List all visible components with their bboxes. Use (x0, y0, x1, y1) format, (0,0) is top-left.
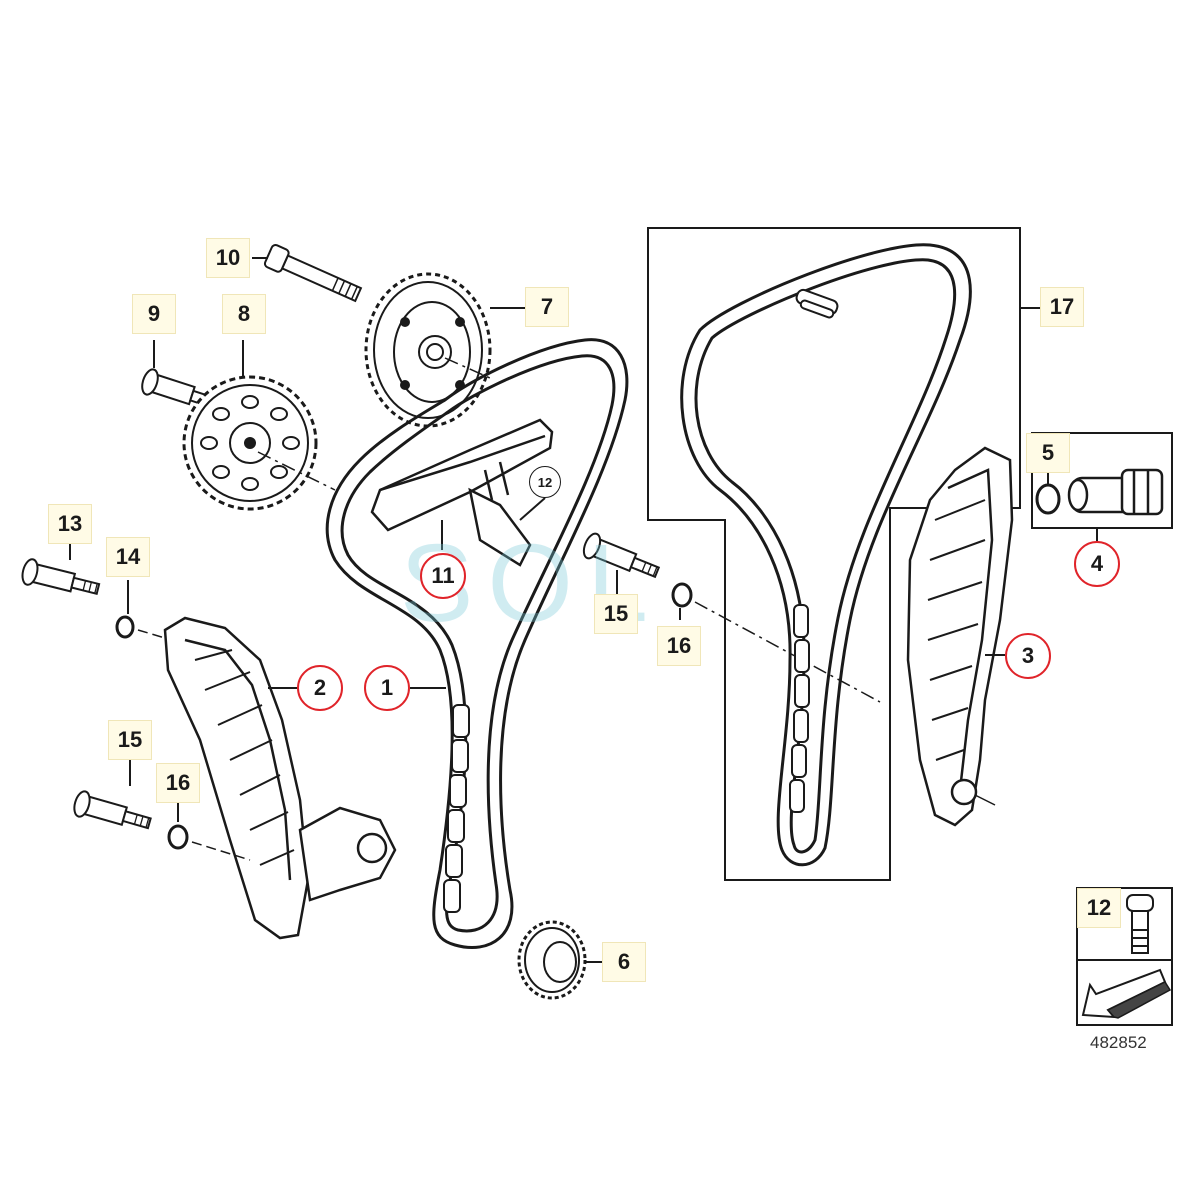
camshaft-adjuster-7 (364, 272, 492, 428)
label-2-highlighted: 2 (297, 665, 343, 711)
label-4-highlighted: 4 (1074, 541, 1120, 587)
seal-ring-5 (1035, 483, 1061, 515)
label-17: 17 (1040, 287, 1084, 327)
timing-chain-1 (325, 338, 629, 950)
tensioner-rail-2 (163, 616, 397, 940)
label-3-highlighted: 3 (1005, 633, 1051, 679)
label-5: 5 (1026, 433, 1070, 473)
label-6: 6 (602, 942, 646, 982)
washer-14 (115, 615, 135, 639)
axis-13 (137, 629, 166, 639)
axis-7 (444, 357, 491, 379)
label-16-left: 16 (156, 763, 200, 803)
label-1-highlighted: 1 (364, 665, 410, 711)
guide-rail-11 (370, 418, 554, 567)
label-10: 10 (206, 238, 250, 278)
chain-links-1 (443, 704, 470, 913)
sprocket-8 (182, 375, 318, 511)
legend-arrow-icon (1081, 968, 1172, 1019)
label-12-circled: 12 (529, 466, 561, 498)
leader-12a (519, 497, 546, 521)
timing-chain-17 (680, 243, 972, 867)
diagram-reference-number: 482852 (1090, 1033, 1147, 1052)
label-8: 8 (222, 294, 266, 334)
label-15-right: 15 (594, 594, 638, 634)
label-15-left: 15 (108, 720, 152, 760)
legend-bolt-12 (1126, 894, 1154, 954)
pin-15-left (70, 788, 154, 837)
label-13: 13 (48, 504, 92, 544)
tensioner-rail-3 (906, 446, 1014, 827)
washer-16-left (167, 824, 189, 850)
label-12-legend: 12 (1077, 888, 1121, 928)
axis-3 (974, 794, 996, 806)
label-7: 7 (525, 287, 569, 327)
label-11-highlighted: 11 (420, 553, 466, 599)
label-9: 9 (132, 294, 176, 334)
label-16-right: 16 (657, 626, 701, 666)
chain-connector-link (795, 288, 839, 319)
rail-3-ribs (927, 499, 986, 761)
bolt-10 (262, 242, 364, 307)
pin-13 (19, 556, 103, 603)
box-17-outline (647, 227, 1021, 881)
chain-tensioner-4 (1067, 468, 1164, 516)
rail-2-ribs (194, 649, 295, 866)
label-14: 14 (106, 537, 150, 577)
axis-15-left (191, 841, 251, 861)
washer-16-right (671, 582, 693, 608)
chain-links-17 (789, 604, 810, 813)
crank-sprocket-6 (517, 920, 587, 1000)
